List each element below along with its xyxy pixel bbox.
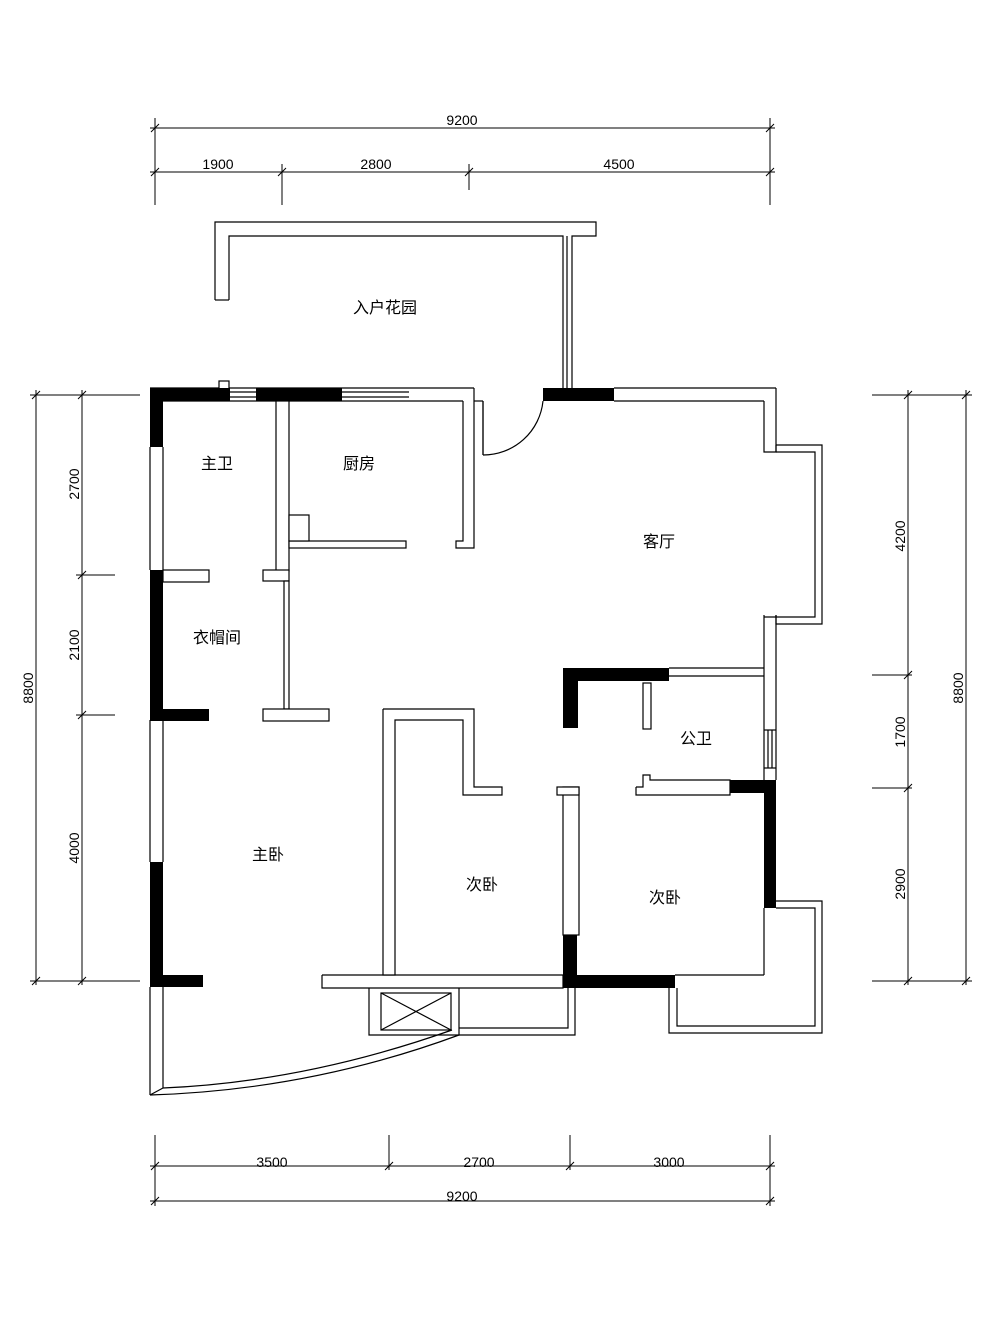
second-bedroom-b-label: 次卧: [649, 888, 681, 907]
left-dimension-3: 4000: [66, 832, 82, 863]
left-dimension-lines: [30, 390, 140, 986]
cloakroom-label: 衣帽间: [193, 628, 241, 647]
top-dimension-2: 2800: [360, 156, 391, 172]
top-dimension-lines: [150, 118, 775, 205]
entry-garden-label: 入户花园: [353, 298, 417, 317]
bottom-dimension-2: 2700: [463, 1154, 494, 1170]
entry-garden-walls: [214, 221, 597, 388]
entry-door: [482, 400, 544, 456]
top-dimension-1: 1900: [202, 156, 233, 172]
bottom-dimension-lines: [150, 1135, 775, 1206]
top-total-dimension: 9200: [446, 112, 477, 128]
interior-walls: [162, 400, 764, 976]
top-dimension-3: 4500: [603, 156, 634, 172]
right-dimension-3: 2900: [892, 868, 908, 899]
left-dimension-1: 2700: [66, 468, 82, 499]
master-bath-label: 主卫: [201, 454, 233, 473]
second-bedroom-a-label: 次卧: [466, 875, 498, 894]
public-bath-label: 公卫: [680, 729, 712, 748]
bottom-total-dimension: 9200: [446, 1188, 477, 1204]
bottom-dimension-3: 3000: [653, 1154, 684, 1170]
living-room-label: 客厅: [643, 532, 675, 551]
left-total-dimension: 8800: [20, 672, 36, 703]
right-dimension-lines: [872, 390, 972, 986]
left-dimension-2: 2100: [66, 629, 82, 660]
kitchen-label: 厨房: [343, 454, 375, 473]
outer-walls: [149, 380, 823, 1096]
right-dimension-1: 4200: [892, 520, 908, 551]
right-dimension-2: 1700: [892, 716, 908, 747]
structural-walls: [150, 388, 776, 988]
right-total-dimension: 8800: [950, 672, 966, 703]
bottom-dimension-1: 3500: [256, 1154, 287, 1170]
master-bedroom-label: 主卧: [252, 845, 284, 864]
